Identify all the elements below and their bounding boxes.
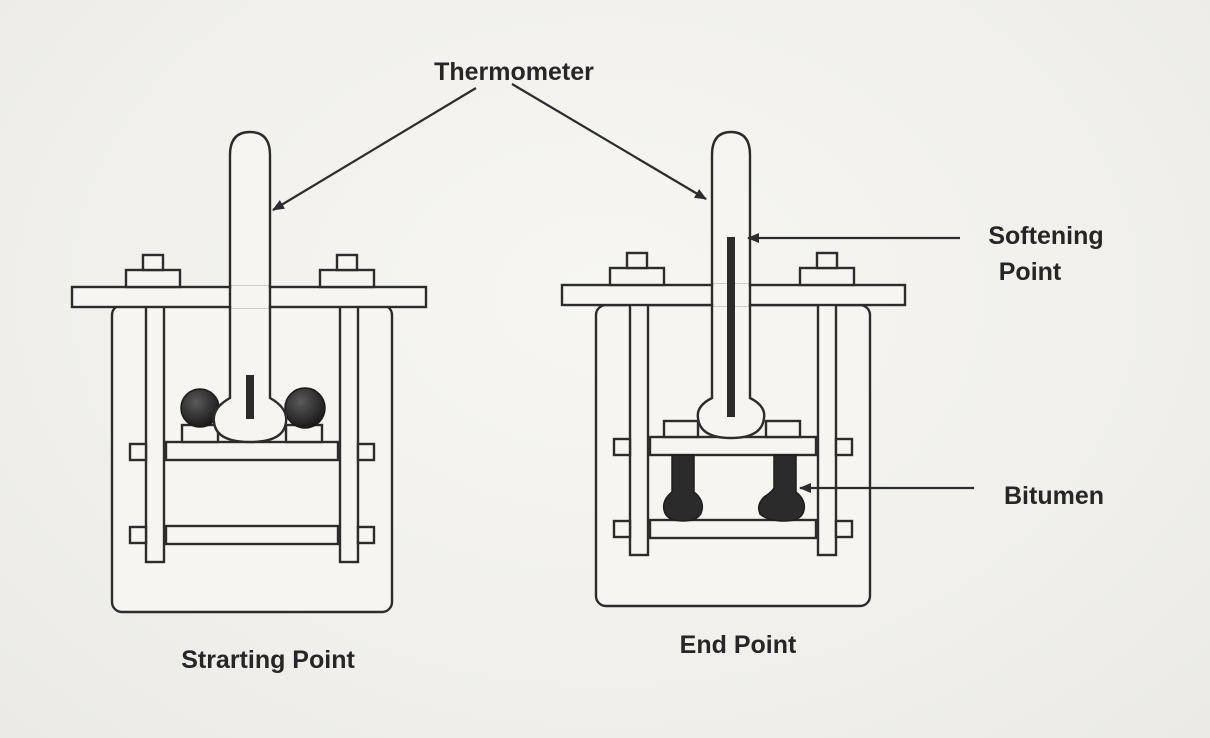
tab-lower-right-b (834, 519, 854, 539)
rod-right-a (628, 298, 650, 557)
label-softening-line1: Softening (988, 222, 1103, 250)
plate-upper-right (648, 435, 818, 457)
label-bitumen: Bitumen (1004, 482, 1104, 510)
tab-lower-left-b (356, 525, 376, 545)
rod-left-b (338, 298, 360, 564)
nut-top-left-a (141, 253, 165, 272)
nut-base-left-b (318, 268, 376, 289)
nut-base-right-a (608, 266, 666, 287)
nut-top-left-b (335, 253, 359, 272)
nut-base-right-b (798, 266, 856, 287)
steel-ball-left-b (284, 387, 326, 429)
bitumen-drop-right-a (662, 454, 704, 522)
mercury-right (727, 237, 735, 417)
nut-top-right-a (625, 251, 649, 270)
nut-base-left-a (124, 268, 182, 289)
rod-left-a (144, 298, 166, 564)
mercury-left (246, 375, 254, 419)
plate-upper-left (164, 440, 340, 462)
label-thermometer: Thermometer (434, 58, 594, 86)
rod-right-b (816, 298, 838, 557)
tab-lower-right-a (612, 519, 632, 539)
nut-top-right-b (815, 251, 839, 270)
arrow-thermometer-left (272, 87, 477, 211)
tab-upper-left-a (128, 442, 148, 462)
apparatus-starting (70, 130, 428, 614)
ring-holder-right-b (764, 419, 802, 439)
tab-upper-right-b (834, 437, 854, 457)
bitumen-drop-right-b (757, 454, 806, 522)
tab-upper-right-a (612, 437, 632, 457)
tab-upper-left-b (356, 442, 376, 462)
label-end-point: End Point (680, 631, 797, 659)
label-softening-line2: Point (999, 258, 1062, 286)
ring-holder-right-a (662, 419, 700, 439)
arrow-thermometer-right (511, 83, 707, 200)
label-starting-point: Strarting Point (181, 646, 355, 674)
plate-lower-left (164, 524, 340, 546)
tab-lower-left-a (128, 525, 148, 545)
plate-lower-right (648, 518, 818, 540)
apparatus-end (560, 130, 907, 608)
